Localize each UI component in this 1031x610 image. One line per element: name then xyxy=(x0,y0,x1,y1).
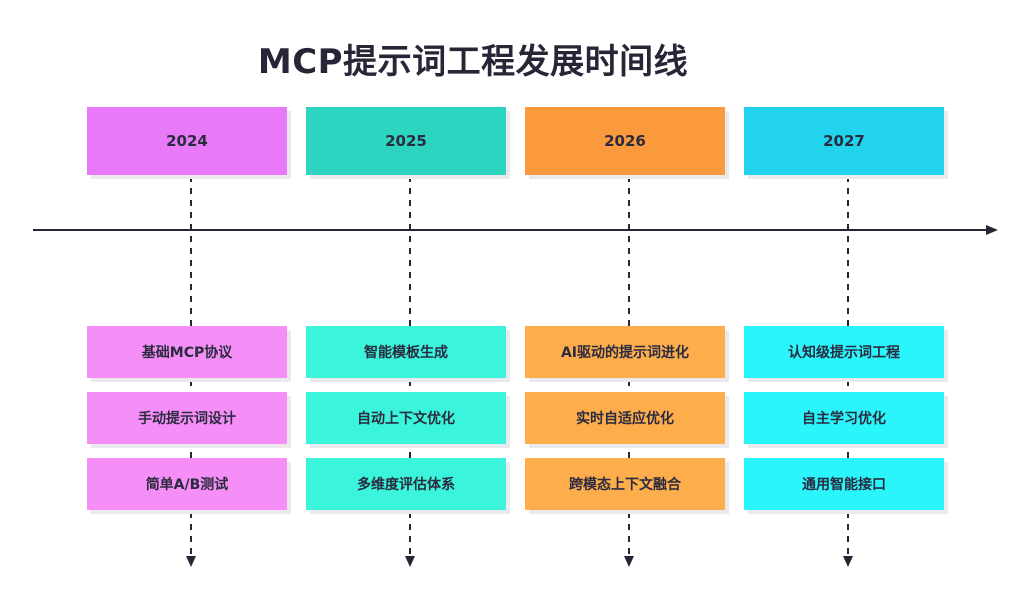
milestone-2026-1: AI驱动的提示词进化 xyxy=(525,326,725,378)
connector-arrowhead-2025 xyxy=(405,556,415,567)
milestone-2027-1: 认知级提示词工程 xyxy=(744,326,944,378)
connector-arrowhead-2027 xyxy=(843,556,853,567)
page-title: MCP提示词工程发展时间线 xyxy=(257,42,689,82)
milestone-2025-2: 自动上下文优化 xyxy=(306,392,506,444)
connector-arrowhead-2026 xyxy=(624,556,634,567)
timeline-axis-arrowhead xyxy=(986,225,998,235)
year-header-2026: 2026 xyxy=(525,107,725,175)
connector-arrowhead-2024 xyxy=(186,556,196,567)
milestone-2025-3: 多维度评估体系 xyxy=(306,458,506,510)
milestone-2024-1: 基础MCP协议 xyxy=(87,326,287,378)
milestone-2024-3: 简单A/B测试 xyxy=(87,458,287,510)
milestone-2025-1: 智能模板生成 xyxy=(306,326,506,378)
milestone-2026-3: 跨模态上下文融合 xyxy=(525,458,725,510)
milestone-2024-2: 手动提示词设计 xyxy=(87,392,287,444)
milestone-2027-2: 自主学习优化 xyxy=(744,392,944,444)
year-header-2027: 2027 xyxy=(744,107,944,175)
year-header-2024: 2024 xyxy=(87,107,287,175)
milestone-2027-3: 通用智能接口 xyxy=(744,458,944,510)
year-header-2025: 2025 xyxy=(306,107,506,175)
milestone-2026-2: 实时自适应优化 xyxy=(525,392,725,444)
